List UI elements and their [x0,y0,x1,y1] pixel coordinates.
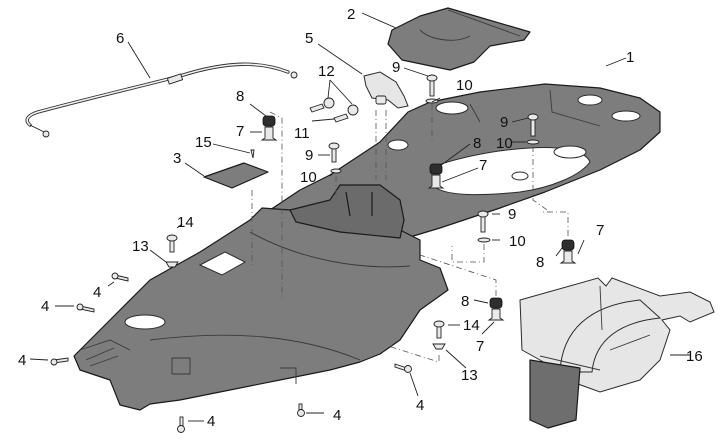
callout-10a[interactable]: 10 [300,169,317,186]
part-16-inner-mudguard[interactable] [519,277,715,429]
part-6-cable[interactable] [25,62,298,138]
callout-4e[interactable]: 4 [333,407,341,424]
callout-4c[interactable]: 4 [18,352,26,369]
callout-5[interactable]: 5 [305,30,313,47]
callout-12[interactable]: 12 [318,63,335,80]
callout-4f[interactable]: 4 [416,397,424,414]
callout-6[interactable]: 6 [116,30,124,47]
callout-7c[interactable]: 7 [596,222,604,239]
assembly-guides [251,104,569,363]
callout-10c[interactable]: 10 [496,135,513,152]
leader-lines [29,12,690,422]
part-main-under-tray[interactable] [73,184,449,411]
callout-14b[interactable]: 14 [463,317,480,334]
callout-4d[interactable]: 4 [207,413,215,430]
callout-8c[interactable]: 8 [536,254,544,271]
callout-2[interactable]: 2 [347,6,355,23]
screw-15 [250,149,255,159]
callout-4a[interactable]: 4 [93,284,101,301]
callout-10d[interactable]: 10 [509,233,526,250]
callout-13a[interactable]: 13 [132,238,149,255]
callout-7a[interactable]: 7 [236,123,244,140]
callout-15[interactable]: 15 [195,134,212,151]
callout-7d[interactable]: 7 [476,338,484,355]
callout-11[interactable]: 11 [294,125,310,142]
callout-16[interactable]: 16 [686,348,703,365]
callout-7b[interactable]: 7 [479,157,487,174]
callout-8b[interactable]: 8 [473,135,481,152]
callout-1[interactable]: 1 [626,49,634,66]
part-3-small-cover[interactable] [203,162,269,189]
grommet-8a [262,115,276,127]
callout-4b[interactable]: 4 [41,298,49,315]
callout-labels: 1 2 3 5 6 8 7 15 12 11 9 10 9 10 9 10 8 … [18,6,703,430]
callout-3[interactable]: 3 [173,150,181,167]
part-2-top-cover[interactable] [387,7,531,71]
callout-9d[interactable]: 9 [508,206,516,223]
callout-8d[interactable]: 8 [461,293,469,310]
part-5-bracket[interactable] [363,71,409,109]
callout-8a[interactable]: 8 [236,88,244,105]
callout-9c[interactable]: 9 [500,114,508,131]
spacer-7a [260,126,278,141]
fasteners [50,74,577,433]
callout-13b[interactable]: 13 [461,367,478,384]
callout-9b[interactable]: 9 [392,59,400,76]
callout-9a[interactable]: 9 [305,147,313,164]
callout-10b[interactable]: 10 [456,77,473,94]
callout-14a[interactable]: 14 [177,214,194,231]
